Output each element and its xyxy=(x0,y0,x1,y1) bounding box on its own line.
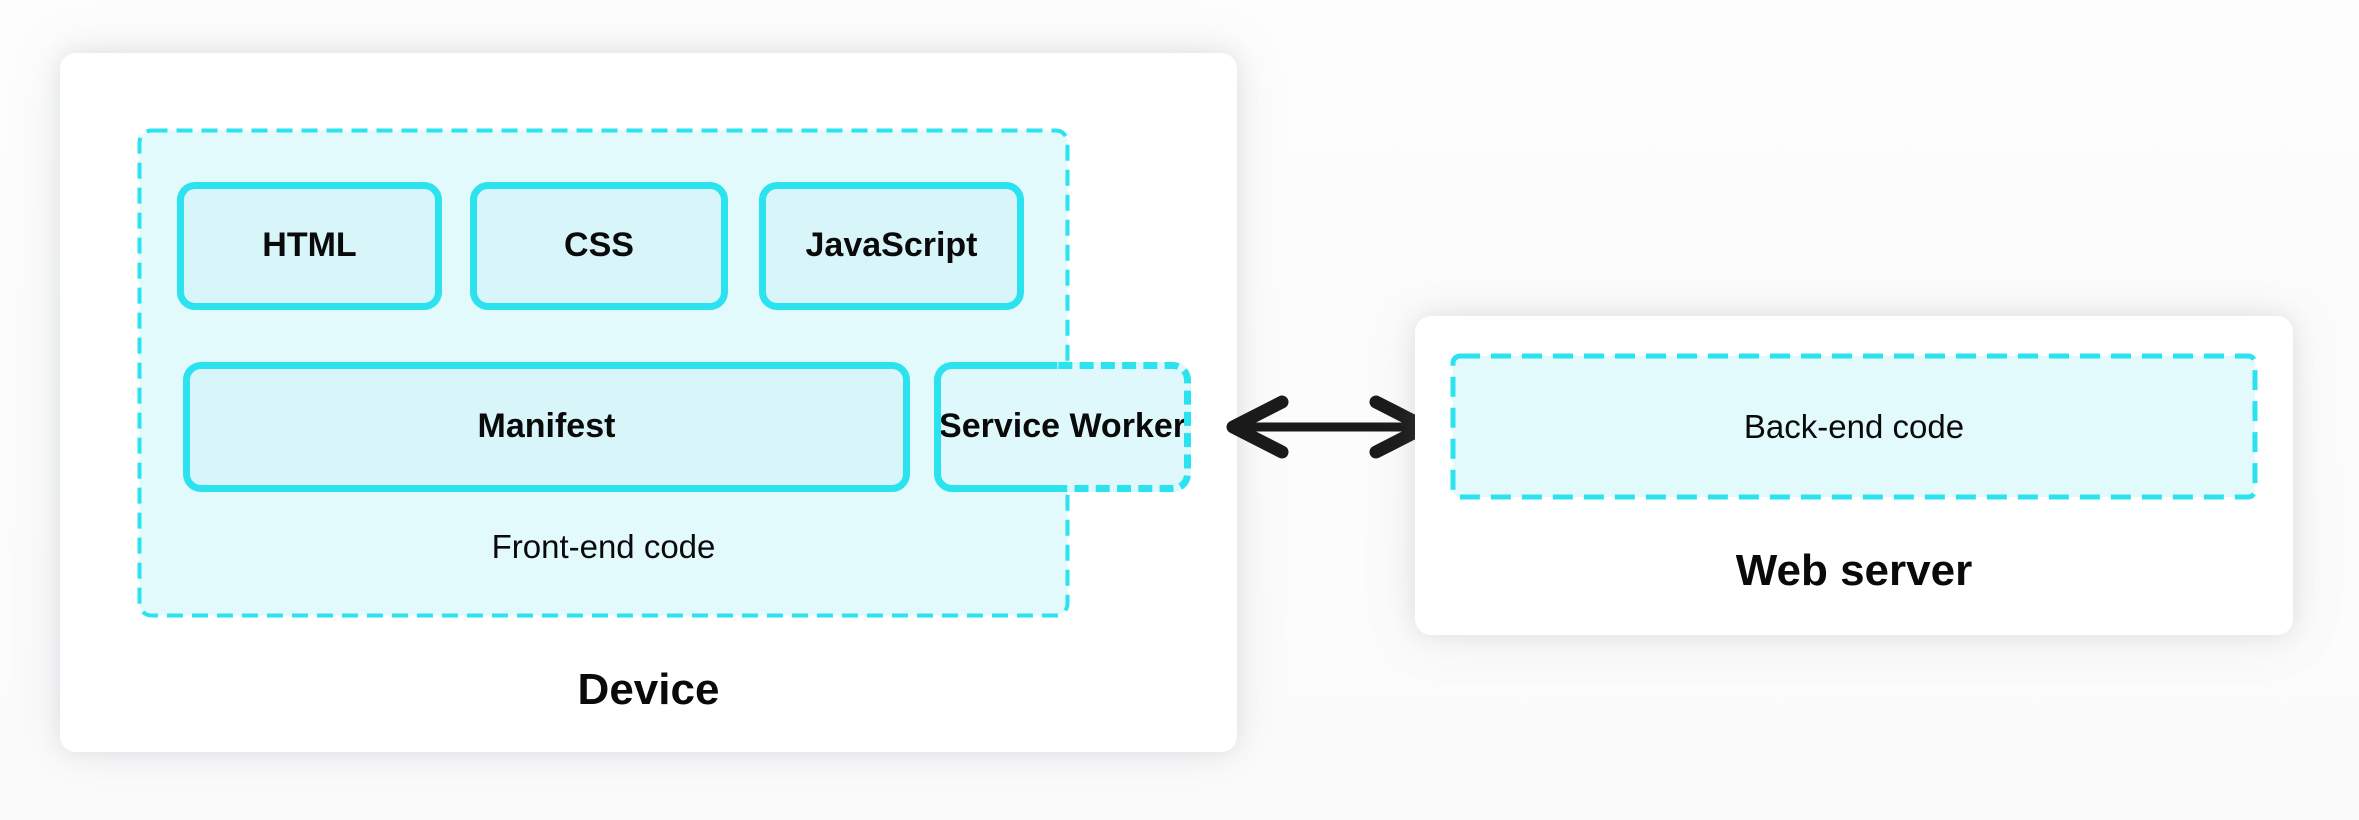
css-box-label: CSS xyxy=(564,226,634,265)
frontend-code-container: HTML CSS JavaScript Manifest Front-end c… xyxy=(137,128,1070,618)
backend-code-box: Back-end code xyxy=(1450,353,2258,500)
manifest-box-label: Manifest xyxy=(477,407,616,446)
manifest-box: Manifest xyxy=(183,362,910,492)
javascript-box-label: JavaScript xyxy=(805,226,978,265)
device-label: Device xyxy=(577,665,720,714)
backend-code-label: Back-end code xyxy=(1743,407,1965,445)
web-server-panel: Back-end code Web server xyxy=(1415,316,2293,635)
html-box: HTML xyxy=(177,182,442,310)
frontend-code-label: Front-end code xyxy=(491,528,716,565)
service-worker-label: Service Worker xyxy=(939,407,1186,446)
service-worker-box: Service Worker xyxy=(934,362,1191,492)
backend-dashed-border xyxy=(1450,353,2258,500)
web-server-label: Web server xyxy=(1735,546,1973,595)
device-panel: HTML CSS JavaScript Manifest Front-end c… xyxy=(60,53,1237,752)
css-box: CSS xyxy=(470,182,728,310)
bidirectional-arrow-icon xyxy=(1226,395,1432,459)
javascript-box: JavaScript xyxy=(759,182,1024,310)
html-box-label: HTML xyxy=(262,226,357,265)
